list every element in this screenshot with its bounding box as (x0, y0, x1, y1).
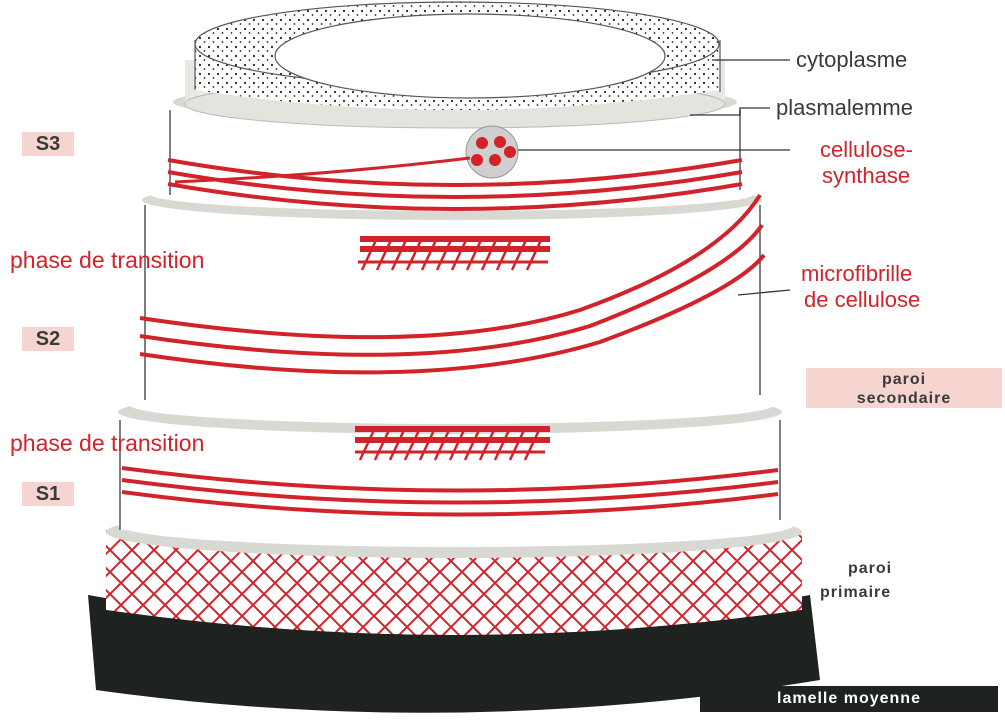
cytoplasme-label: cytoplasme (796, 48, 907, 72)
cellulose-synthase-label-line2: synthase (822, 164, 910, 188)
transition-bottom-label: phase de transition (10, 431, 204, 456)
s2-layer (140, 177, 764, 405)
paroi-secondaire-tag: paroi secondaire (806, 368, 1002, 408)
cytoplasme-layer (195, 2, 720, 110)
s3-tag: S3 (22, 132, 74, 156)
s2-tag: S2 (22, 327, 74, 351)
s1-tag: S1 (22, 482, 74, 506)
lamelle-moyenne-tag: lamelle moyenne (700, 686, 998, 712)
paroi-secondaire-line1: paroi (806, 370, 1002, 389)
paroi-primaire-line2: primaire (820, 584, 891, 602)
paroi-secondaire-line2: secondaire (806, 389, 1002, 408)
cellulose-synthase-label-line1: cellulose- (820, 138, 913, 162)
plasmalemme-label: plasmalemme (776, 96, 913, 120)
paroi-primaire-line1: paroi (848, 560, 892, 578)
microfibrille-label-line1: microfibrille (801, 262, 912, 286)
microfibrille-label-line2: de cellulose (804, 288, 920, 312)
transition-top-label: phase de transition (10, 248, 204, 273)
